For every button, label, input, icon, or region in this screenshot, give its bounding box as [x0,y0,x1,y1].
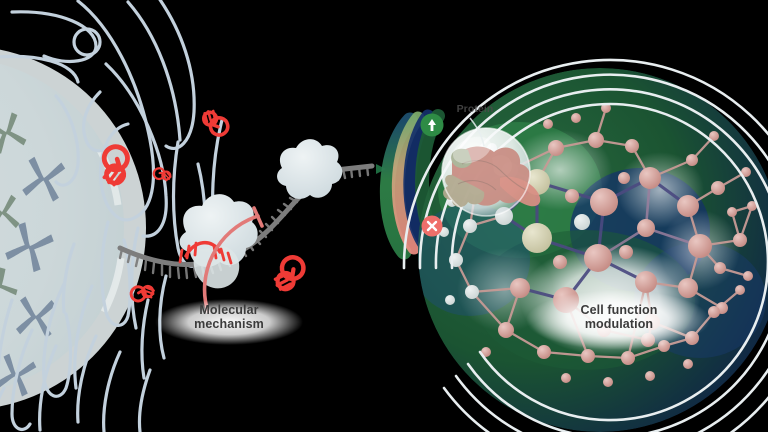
cell-function-glow [526,290,710,350]
molecular-mechanism-glow [155,299,303,345]
upregulation-badge[interactable] [420,113,444,137]
protein-bubble [441,127,541,217]
arrow-up-icon [428,119,436,131]
transition-arrow [348,164,386,174]
protein-ribbon [443,146,541,208]
inhibition-badge[interactable] [421,215,443,237]
protein-leader-line [469,117,485,147]
inhibition-arrow [202,206,264,314]
close-x-icon [426,220,438,232]
ribosome-large [179,194,258,289]
endoplasmic-reticulum [0,0,224,432]
ribosome-small [277,139,343,199]
cell-function-cell [379,58,768,432]
